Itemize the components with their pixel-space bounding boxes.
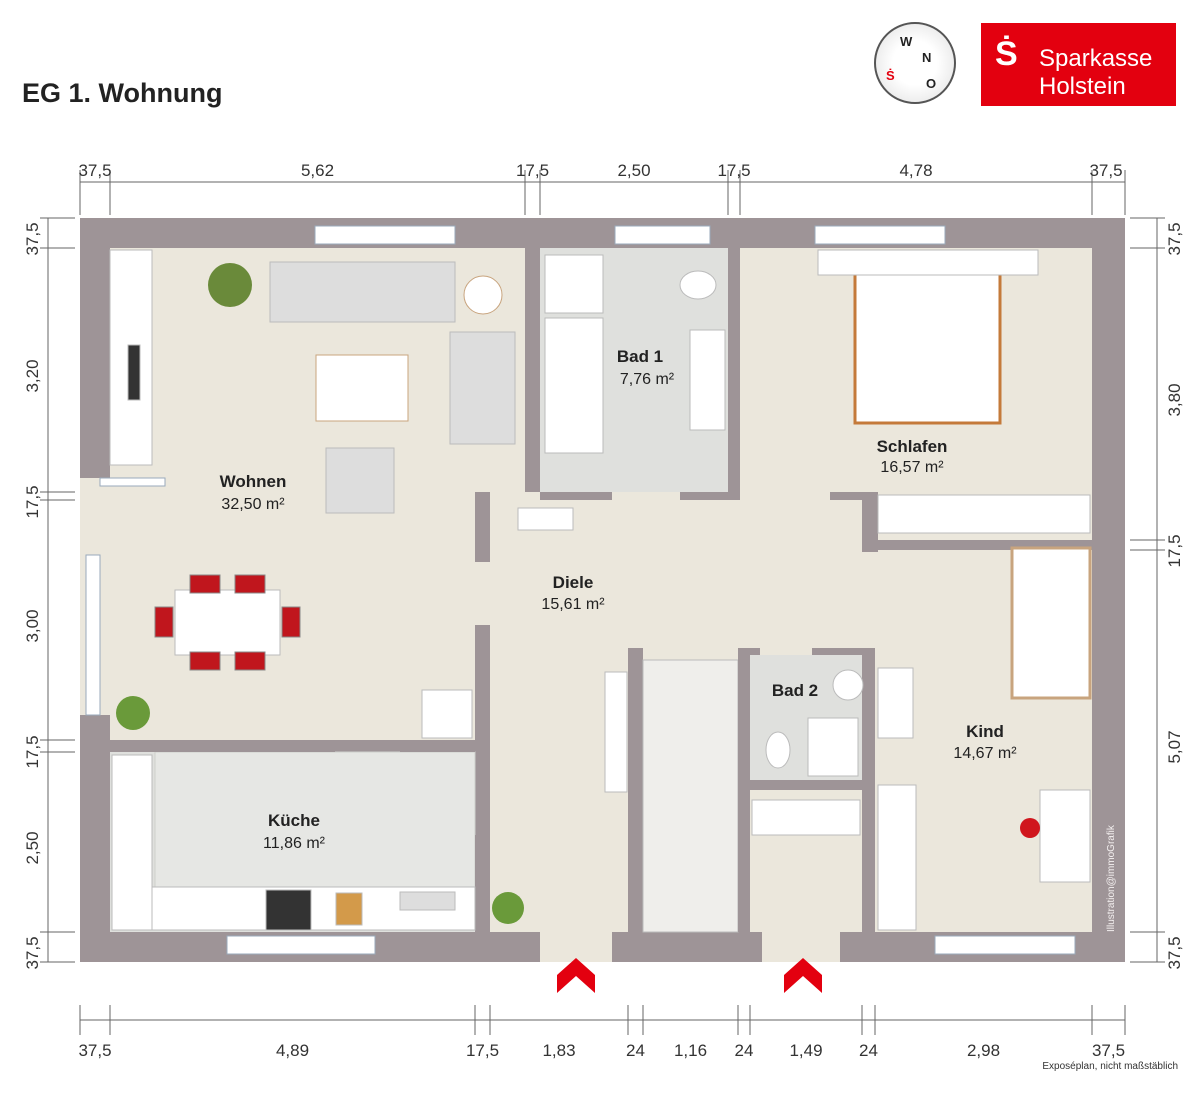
dimension-label: 3,80 xyxy=(1165,383,1184,416)
dimension-label: 4,78 xyxy=(899,161,932,180)
dimension-label: 37,5 xyxy=(78,1041,111,1060)
dimension-label: 37,5 xyxy=(1165,936,1184,969)
room-name: Küche xyxy=(268,811,320,830)
dimension-label: 1,83 xyxy=(542,1041,575,1060)
dimension-label: 3,00 xyxy=(23,609,42,642)
compass-sparkasse-mark: Ṡ xyxy=(886,68,895,83)
logo-line2: Holstein xyxy=(1039,73,1126,100)
dimension-label: 37,5 xyxy=(23,222,42,255)
dimension-label: 24 xyxy=(626,1041,645,1060)
watermark: Illustration@immoGrafik xyxy=(1106,824,1117,932)
dimension-label: 1,16 xyxy=(674,1041,707,1060)
dimension-label: 37,5 xyxy=(1092,1041,1125,1060)
room-area: 16,57 m² xyxy=(880,459,944,476)
dimension-label: 5,62 xyxy=(301,161,334,180)
sparkasse-logo: Ṡ Sparkasse Holstein xyxy=(981,23,1176,106)
dimension-label: 17,5 xyxy=(717,161,750,180)
sparkasse-s-icon: Ṡ xyxy=(995,35,1018,73)
dimension-label: 3,20 xyxy=(23,359,42,392)
logo-line1: Sparkasse xyxy=(1039,45,1153,72)
room-name: Bad 2 xyxy=(772,681,818,700)
dimension-label: 17,5 xyxy=(1165,534,1184,567)
dimension-label: 37,5 xyxy=(23,936,42,969)
room-area: 7,76 m² xyxy=(620,371,675,388)
dimension-label: 37,5 xyxy=(1089,161,1122,180)
dimension-label: 24 xyxy=(859,1041,878,1060)
dimension-label: 37,5 xyxy=(78,161,111,180)
dimension-label: 2,50 xyxy=(617,161,650,180)
dimension-label: 1,49 xyxy=(789,1041,822,1060)
page-title: EG 1. Wohnung xyxy=(22,78,223,108)
dimension-label: 2,98 xyxy=(967,1041,1000,1060)
compass-west: W xyxy=(900,34,913,49)
room-name: Kind xyxy=(966,722,1004,741)
compass-icon: W N O Ṡ xyxy=(874,22,956,104)
windows xyxy=(85,225,1076,955)
room-name: Wohnen xyxy=(220,472,287,491)
dimension-label: 2,50 xyxy=(23,831,42,864)
room-area: 15,61 m² xyxy=(541,596,605,613)
dimension-lines xyxy=(47,181,1158,1021)
compass-north: N xyxy=(922,50,932,65)
dimension-label: 24 xyxy=(735,1041,754,1060)
dimension-label: 17,5 xyxy=(516,161,549,180)
furniture xyxy=(109,249,1092,931)
room-area: 14,67 m² xyxy=(953,745,1017,762)
dimension-label: 37,5 xyxy=(1165,222,1184,255)
staircase xyxy=(642,659,739,933)
room-area: 32,50 m² xyxy=(221,496,285,513)
dimension-label: 4,89 xyxy=(276,1041,309,1060)
entry-arrows xyxy=(557,958,822,993)
room-name: Diele xyxy=(553,573,594,592)
dimension-label: 17,5 xyxy=(466,1041,499,1060)
dimension-label: 5,07 xyxy=(1165,730,1184,763)
compass-east: O xyxy=(926,76,937,91)
entry-arrow-icon xyxy=(557,958,595,993)
floor-wohnen xyxy=(110,248,525,740)
scale-note: Exposéplan, nicht maßstäblich xyxy=(1042,1061,1178,1072)
dimension-label: 17,5 xyxy=(23,485,42,518)
room-name: Schlafen xyxy=(877,437,948,456)
room-name: Bad 1 xyxy=(617,347,663,366)
entry-arrow-icon xyxy=(784,958,822,993)
dimension-label: 17,5 xyxy=(23,735,42,768)
room-area: 11,86 m² xyxy=(263,835,326,852)
